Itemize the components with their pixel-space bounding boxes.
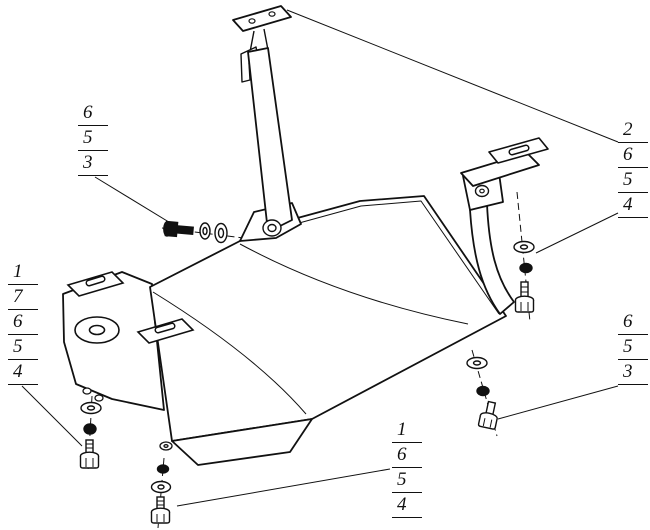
callout-number: 2: [618, 118, 648, 143]
callout-group-bottom: 1 6 5 4: [392, 418, 422, 518]
front-flange: [171, 418, 313, 466]
callout-number: 5: [618, 168, 648, 193]
callout-number: 1: [392, 418, 422, 443]
strut-body: [247, 47, 293, 233]
leader-line: [176, 468, 391, 507]
callout-number: 7: [8, 285, 38, 310]
washer-hole: [202, 226, 208, 236]
spacer: [83, 423, 97, 435]
bracket-keyhole-center: [479, 188, 485, 194]
mounting-pad-right: [488, 137, 549, 164]
strut-neck: [249, 28, 269, 53]
large-washer: [74, 316, 120, 344]
leader-line: [21, 385, 83, 447]
mounting-pad-left-lower: [136, 318, 195, 344]
washer-hole: [472, 360, 482, 366]
callout-number: 5: [618, 335, 648, 360]
fastener-stack-bottom: [150, 464, 172, 524]
bolt: [477, 400, 498, 430]
washer-hole: [217, 227, 225, 239]
callout-number: 4: [8, 360, 38, 385]
plate-edge-thickness: [269, 200, 500, 315]
bolt: [150, 496, 171, 524]
leader-line: [497, 385, 619, 420]
left-mounting-wing: [62, 271, 165, 411]
callout-group-right-lower: 6 5 3: [618, 310, 648, 385]
fastener-stack-right-upper: [513, 240, 535, 313]
bolt: [163, 220, 194, 238]
callout-number: 6: [78, 101, 108, 126]
flange-hole-center: [163, 444, 169, 448]
callout-number: 3: [78, 151, 108, 176]
washer-hole: [86, 405, 96, 411]
callout-number: 6: [392, 443, 422, 468]
callout-number: 5: [392, 468, 422, 493]
callout-number: 6: [618, 143, 648, 168]
top-plate-hole: [248, 18, 256, 24]
leader-line: [286, 9, 619, 143]
callout-number: 5: [78, 126, 108, 151]
right-bracket: [460, 137, 549, 315]
plate-fold-line: [152, 291, 307, 415]
callout-group-top-left: 6 5 3: [78, 101, 108, 176]
spring-washer: [476, 385, 490, 397]
washer-hole: [157, 484, 165, 490]
bolt-assembly-top-left: [163, 220, 228, 244]
top-bracket: [232, 5, 302, 242]
wing-hole: [94, 394, 104, 402]
bolt: [514, 281, 535, 313]
callout-number: 4: [618, 193, 648, 218]
callout-number: 5: [8, 335, 38, 360]
mounting-pad-left-upper: [66, 271, 125, 297]
top-plate-hole: [268, 11, 276, 17]
wing-holes: [82, 387, 173, 451]
leader-line: [535, 212, 619, 254]
strut-bolt-hole-center: [267, 223, 277, 233]
top-plate: [232, 5, 292, 32]
callout-number: 6: [618, 310, 648, 335]
callout-group-left: 1 7 6 5 4: [8, 260, 38, 385]
fastener-stack-right-lower: [466, 356, 498, 430]
leader-lines: [21, 9, 619, 507]
callout-number: 6: [8, 310, 38, 335]
bracket-strip: [469, 203, 515, 315]
spring-washer: [156, 464, 170, 474]
plate-fold-line: [239, 243, 469, 325]
leader-line: [94, 176, 178, 228]
callout-number: 1: [8, 260, 38, 285]
spring-washer: [519, 262, 533, 274]
callout-number: 4: [392, 493, 422, 518]
callout-number: 3: [618, 360, 648, 385]
skid-plate: [62, 195, 507, 466]
bolt: [79, 439, 100, 469]
washer-hole: [519, 244, 529, 250]
fastener-stack-left-bottom: [79, 401, 102, 469]
wing-hole: [82, 387, 92, 395]
callout-group-right-upper: 2 6 5 4: [618, 118, 648, 218]
